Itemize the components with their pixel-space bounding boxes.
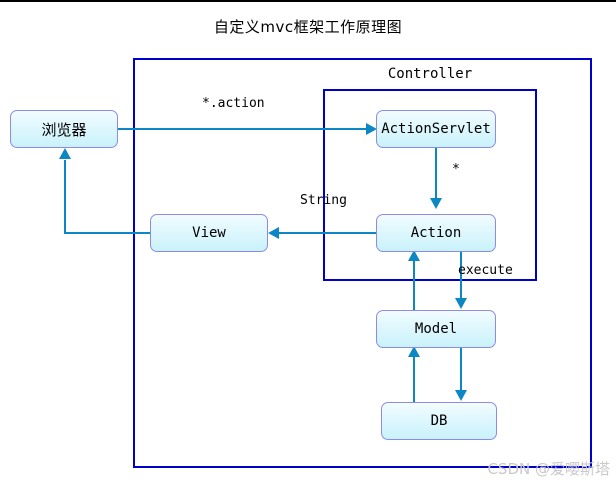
- outer-frame: [133, 58, 592, 468]
- edge-view-to-browser-arrowhead: [59, 148, 71, 159]
- edge-action-to-view-arrowhead: [268, 227, 279, 239]
- edge-browser-to-servlet-line: [118, 128, 370, 130]
- edge-model-to-db-line: [460, 348, 462, 392]
- edge-model-to-db-arrowhead: [455, 390, 467, 401]
- edge-servlet-to-action-arrowhead: [430, 198, 442, 209]
- node-action-servlet[interactable]: ActionServlet: [376, 110, 496, 148]
- edge-action-to-view-line: [278, 232, 376, 234]
- edge-model-to-action-line: [413, 260, 415, 310]
- edge-action-to-model-line: [460, 252, 462, 300]
- node-browser[interactable]: 浏览器: [10, 110, 118, 148]
- page-title: 自定义mvc框架工作原理图: [213, 18, 403, 36]
- edge-db-to-model-line: [413, 356, 415, 402]
- edge-model-to-action-arrowhead: [408, 250, 420, 261]
- edge-label-string: String: [300, 193, 347, 208]
- controller-group-frame: [323, 89, 537, 281]
- node-view[interactable]: View: [150, 214, 268, 252]
- edge-db-to-model-arrowhead: [408, 346, 420, 357]
- edge-view-to-browser-horizontal: [64, 232, 152, 234]
- edge-label-action-request: *.action: [202, 96, 265, 111]
- controller-group-label: Controller: [387, 66, 473, 82]
- node-action[interactable]: Action: [376, 214, 496, 252]
- edge-browser-to-servlet-arrowhead: [366, 123, 377, 135]
- node-model[interactable]: Model: [376, 310, 496, 348]
- edge-servlet-to-action-line: [435, 148, 437, 200]
- edge-label-star: *: [452, 162, 460, 177]
- edge-view-to-browser-vertical: [64, 160, 66, 234]
- edge-action-to-model-arrowhead: [455, 298, 467, 309]
- node-db[interactable]: DB: [381, 402, 497, 440]
- watermark: CSDN @爱嘤斯塔: [487, 460, 610, 478]
- edge-label-execute: execute: [458, 263, 513, 278]
